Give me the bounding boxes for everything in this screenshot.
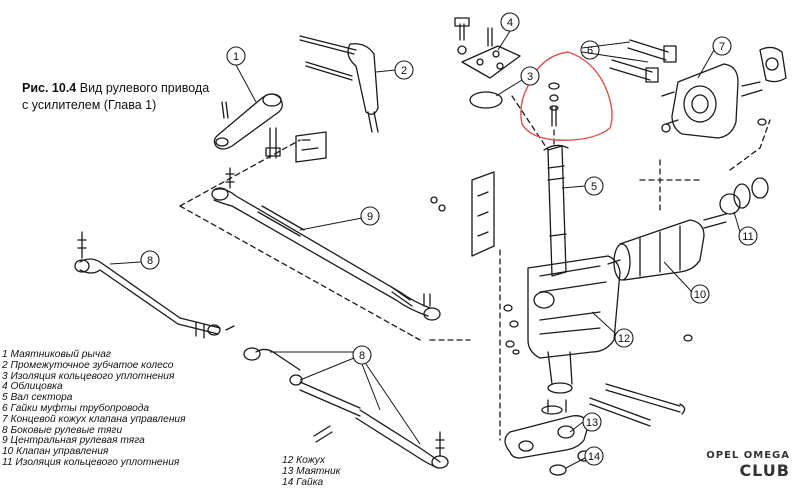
legend-row: 11 Изоляция кольцевого уплотнения <box>2 456 186 469</box>
leader-lines <box>109 30 741 469</box>
callout-10 <box>690 284 710 304</box>
legend-row: 4 Облицовка <box>2 381 186 393</box>
legend-text: Гайки муфты трубопровода <box>7 402 150 414</box>
legend-number: 7 <box>2 413 8 425</box>
legend-text: Боковые рулевые тяги <box>7 424 123 436</box>
caption-line-2: с усилителем (Глава 1) <box>22 98 157 112</box>
callout-7-number: 7 <box>719 41 725 53</box>
legend-text: Гайка <box>293 476 324 488</box>
steering-box-part <box>527 144 621 394</box>
legend-number: 6 <box>2 402 8 414</box>
callout-1-number: 1 <box>233 51 239 63</box>
callout-14-number: 14 <box>588 451 600 463</box>
legend-row: 13 Маятник <box>282 465 341 478</box>
callout-10-number: 10 <box>694 289 706 301</box>
cover-plate-part <box>454 17 521 109</box>
legend-number: 3 <box>2 370 8 382</box>
idler-arm-part <box>213 93 327 163</box>
callout-11 <box>738 226 758 246</box>
washers-and-nuts-part <box>430 118 769 355</box>
legend-text: Кожух <box>293 455 325 466</box>
legend-row: 1 Маятниковый рычаг <box>2 349 186 361</box>
center-tie-rod-part <box>179 139 441 341</box>
legend-number: 5 <box>2 392 8 404</box>
legend-text: Концевой кожух клапана управления <box>7 413 186 425</box>
callout-2-number: 2 <box>401 65 407 77</box>
callout-6-number: 6 <box>587 45 593 57</box>
valve-end-housing-part <box>661 63 763 139</box>
callout-12 <box>614 328 634 348</box>
legend-row: 10 Клапан управления <box>2 446 186 458</box>
bolts-part <box>589 383 686 427</box>
left-tie-rod-part <box>74 231 235 339</box>
legend-number: 4 <box>2 381 8 393</box>
control-valve-part <box>607 213 727 281</box>
assembly-guide-lines <box>429 95 771 441</box>
legend-text: Промежуточное зубчатое колесо <box>7 359 174 371</box>
legend-row: 14 Гайка <box>282 476 340 489</box>
callout-11-number: 11 <box>742 231 753 243</box>
legend-number: 10 <box>2 446 14 458</box>
legend-number: 12 <box>282 455 294 466</box>
bracket-plate-part <box>471 171 495 257</box>
intermediate-arm-part <box>299 35 379 133</box>
callout-3 <box>520 66 540 86</box>
callout-8b-number: 8 <box>359 350 365 362</box>
callout-12-number: 12 <box>618 333 630 345</box>
legend-row: 12 Кожух <box>282 455 340 467</box>
callout-4-number: 4 <box>507 17 513 29</box>
legend-row: 7 Концевой кожух клапана управления <box>2 413 186 426</box>
legend-row: 8 Боковые рулевые тяги <box>2 424 186 437</box>
legend-text: Центральная рулевая тяга <box>7 435 145 447</box>
callout-9 <box>360 206 380 226</box>
legend-row: 3 Изоляция кольцевого уплотнения <box>2 370 186 383</box>
legend-text: Клапан управления <box>13 446 109 458</box>
legend-row: 5 Вал сектора <box>2 392 186 404</box>
legend-number: 13 <box>282 465 294 477</box>
figure-number: Рис. 10.4 <box>22 81 77 95</box>
callout-8a-number: 8 <box>147 255 153 267</box>
legend-number: 8 <box>2 424 8 436</box>
pitman-arm-part <box>504 399 591 476</box>
figure-caption: Рис. 10.4 Вид рулевого привода с усилите… <box>22 80 209 114</box>
callout-3-number: 3 <box>527 71 533 83</box>
legend-number: 1 <box>2 349 8 360</box>
highlighted-seal-parts <box>548 82 560 127</box>
legend-text: Маятник <box>293 465 341 477</box>
legend-number: 2 <box>2 359 8 371</box>
legend-number: 9 <box>2 435 8 447</box>
legend-row: 6 Гайки муфты трубопровода <box>2 402 186 415</box>
watermark-top: OPEL OMEGA <box>706 450 790 461</box>
callouts <box>140 12 758 466</box>
callout-9-number: 9 <box>367 211 373 223</box>
callout-6 <box>580 40 600 60</box>
legend-number: 14 <box>282 476 294 488</box>
legend-row: 9 Центральная рулевая тяга <box>2 435 186 447</box>
legend-number: 11 <box>2 456 13 468</box>
callout-13-number: 13 <box>586 417 598 429</box>
legend-text: Облицовка <box>7 381 63 393</box>
callout-14 <box>584 446 604 466</box>
callout-5-number: 5 <box>591 181 597 193</box>
legend-text: Маятниковый рычаг <box>7 349 111 360</box>
legend-row: 2 Промежуточное зубчатое колесо <box>2 359 186 372</box>
pipe-nut-fittings-part <box>609 39 787 83</box>
legend-text: Вал сектора <box>7 392 73 404</box>
callout-7 <box>712 36 732 56</box>
red-highlight-outline <box>520 51 613 141</box>
legend-text: Изоляция кольцевого уплотнения <box>7 370 175 382</box>
legend-text: Изоляция кольцевого уплотнения <box>12 456 180 468</box>
callout-8a <box>140 250 160 270</box>
watermark-bottom: CLUB <box>739 461 790 480</box>
club-watermark: OPEL OMEGA CLUB <box>706 450 790 480</box>
right-tie-rod-part <box>243 347 449 469</box>
caption-line-1: Вид рулевого привода <box>79 81 210 95</box>
